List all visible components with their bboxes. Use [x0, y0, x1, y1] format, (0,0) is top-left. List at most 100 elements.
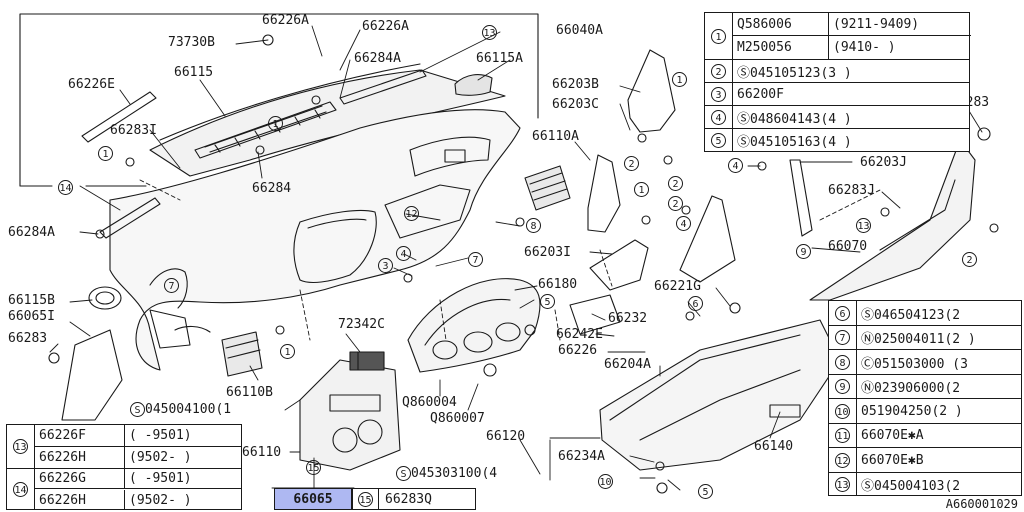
- callout-66115A: 66115A: [476, 51, 523, 66]
- fasteners: [48, 34, 999, 494]
- circled-14-mark: 14: [58, 180, 73, 195]
- table-row: 13 Ⓢ045004103(2: [829, 472, 1021, 496]
- table-row: 1 Q586006 (9211-9409) M250056 (9410- ): [705, 13, 971, 59]
- table-row: 8 Ⓒ051503000 (3: [829, 349, 1021, 374]
- table-row: 2 Ⓢ045105123(3 ): [705, 59, 969, 82]
- circled-4-mark: 4: [396, 246, 411, 261]
- left-end-panel: [61, 329, 123, 421]
- circled-S-icon: S: [130, 402, 145, 417]
- highlighted-part-66065[interactable]: 66065: [274, 488, 352, 510]
- circled-5-mark: 5: [698, 484, 713, 499]
- callout-66203C: 66203C: [552, 97, 599, 112]
- callout-66110B: 66110B: [226, 385, 273, 400]
- bracket-66203J: [789, 159, 813, 237]
- callout-66284A-left: 66284A: [8, 225, 55, 240]
- circled-1-mark: 1: [268, 116, 283, 131]
- circled-6-mark: 6: [688, 296, 703, 311]
- circled-13-mark: 13: [856, 218, 871, 233]
- table-row: 7 Ⓝ025004011(2 ): [829, 325, 1021, 349]
- callout-66226A-2: 66226A: [362, 19, 409, 34]
- table-row: 3 66200F: [705, 82, 969, 105]
- table-row: 9 Ⓝ023906000(2: [829, 374, 1021, 398]
- callout-66283J: 66283J: [828, 183, 875, 198]
- callout-66226E: 66226E: [68, 77, 115, 92]
- callout-66232: 66232: [608, 311, 648, 326]
- callout-72342C: 72342C: [338, 317, 385, 332]
- bracket-66203C: [587, 154, 621, 233]
- callout-66180: 66180: [538, 277, 578, 292]
- callout-66115: 66115: [174, 65, 214, 80]
- callout-66140: 66140: [754, 439, 794, 454]
- callout-73730B: 73730B: [168, 35, 215, 50]
- circled-3-mark: 3: [378, 258, 393, 273]
- instrument-cluster-66110: [299, 351, 401, 471]
- circled-2-mark: 2: [668, 176, 683, 191]
- circled-1-mark: 1: [634, 182, 649, 197]
- callout-66110: 66110: [242, 445, 282, 460]
- callout-66070: 66070: [828, 239, 868, 254]
- callout-Q860007: Q860007: [430, 411, 485, 426]
- table-row: 4 Ⓢ048604143(4 ): [705, 105, 969, 128]
- circled-2-mark: 2: [962, 252, 977, 267]
- circled-10-mark: 10: [598, 474, 613, 489]
- table-row: 5 Ⓢ045105163(4 ): [705, 128, 969, 152]
- callout-66221G: 66221G: [654, 279, 701, 294]
- defroster-grille: [454, 74, 493, 96]
- callout-66242E: 66242E: [556, 327, 603, 342]
- callout-66284: 66284: [252, 181, 292, 196]
- center-panel-66232: [569, 294, 621, 335]
- left-trim-strip-66226E: [81, 91, 157, 143]
- circled-5-mark: 5: [540, 294, 555, 309]
- circled-7-mark: 7: [164, 278, 179, 293]
- callout-66203I: 66203I: [524, 245, 571, 260]
- bracket-66221G: [679, 195, 736, 283]
- table-row: 13 66226F ( -9501) 66226H (9502- ): [7, 425, 241, 468]
- top-trim-66040A: [339, 69, 427, 105]
- vent-66110B: [221, 331, 263, 377]
- callout-66284A-top: 66284A: [354, 51, 401, 66]
- callout-66234A: 66234A: [558, 449, 605, 464]
- catalog-number: A660001029: [945, 497, 1018, 511]
- dashboard-main-body: [109, 109, 521, 371]
- glovebox-66120: [599, 319, 841, 471]
- table-row: 11 66070E✱A: [829, 423, 1021, 447]
- circled-9-mark: 9: [796, 244, 811, 259]
- circled-2-mark: 2: [624, 156, 639, 171]
- callout-66065I: 66065I: [8, 309, 55, 324]
- callout-66204A: 66204A: [604, 357, 651, 372]
- part-box-15-66283Q: 15 66283Q: [352, 488, 476, 510]
- callout-66226: 66226: [558, 343, 598, 358]
- circled-4-mark: 4: [676, 216, 691, 231]
- cluster-hood-66180: [407, 278, 541, 373]
- lower-cover-66070: [809, 139, 976, 301]
- circled-1-mark: 1: [98, 146, 113, 161]
- circled-2-mark: 2: [668, 196, 683, 211]
- callout-66226A-1: 66226A: [262, 13, 309, 28]
- parts-table-bottom-left: 13 66226F ( -9501) 66226H (9502- ) 14 66…: [6, 424, 242, 510]
- callout-66203B: 66203B: [552, 77, 599, 92]
- callout-Q860004: Q860004: [402, 395, 457, 410]
- circled-15-mark: 15: [306, 460, 321, 475]
- circled-1-mark: 1: [672, 72, 687, 87]
- circled-7-mark: 7: [468, 252, 483, 267]
- table-row: 12 66070E✱B: [829, 447, 1021, 472]
- callout-66203J: 66203J: [860, 155, 907, 170]
- callout-66283I: 66283I: [110, 123, 157, 138]
- circled-13-mark: 13: [482, 25, 497, 40]
- callout-66040A: 66040A: [556, 23, 603, 38]
- circled-4-mark: 4: [728, 158, 743, 173]
- bracket-66203I: [589, 239, 649, 291]
- bracket-66203B: [627, 49, 676, 133]
- callout-66120: 66120: [486, 429, 526, 444]
- callout-66283-left: 66283: [8, 331, 48, 346]
- side-vent-66115B: [88, 286, 122, 310]
- circled-1-mark: 1: [280, 344, 295, 359]
- table-row: 10 051904250(2 ): [829, 398, 1021, 423]
- parts-table-bottom-right: 6 Ⓢ046504123(2 7 Ⓝ025004011(2 ) 8 Ⓒ05150…: [828, 300, 1022, 496]
- parts-table-top-right: 1 Q586006 (9211-9409) M250056 (9410- ) 2…: [704, 12, 971, 152]
- vent-66110A: [524, 165, 571, 211]
